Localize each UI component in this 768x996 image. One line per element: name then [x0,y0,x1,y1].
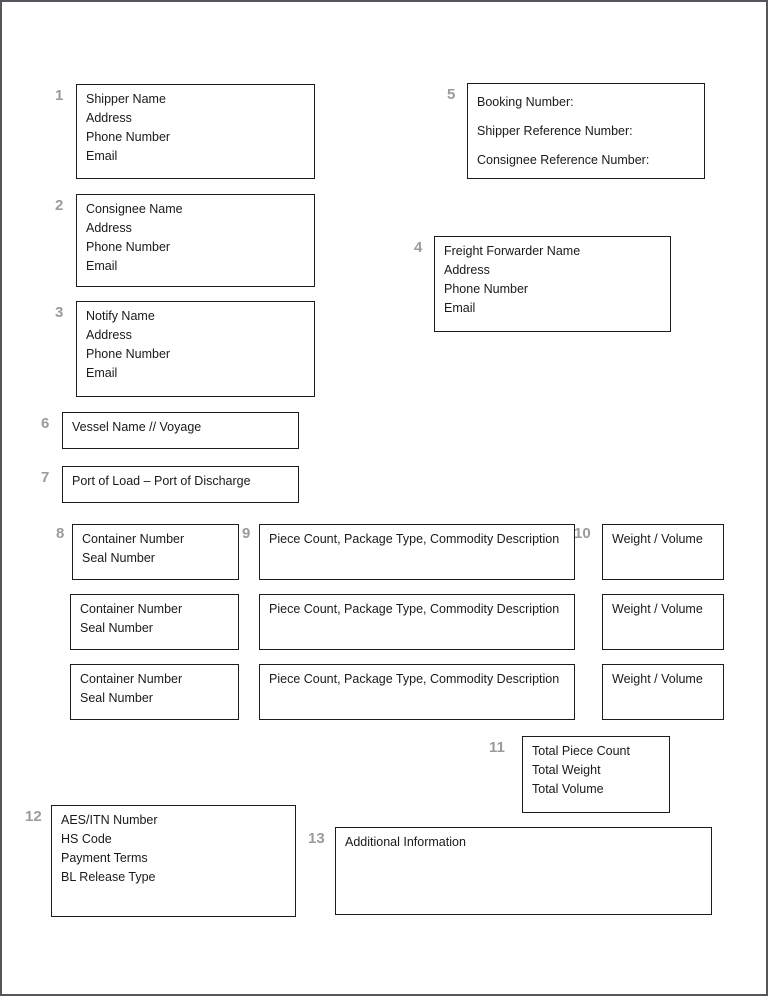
shipper-name-label: Shipper Name [86,92,166,106]
container-seal-box: Container Number Seal Number [70,594,239,650]
commodity-description-box: Piece Count, Package Type, Commodity Des… [259,524,575,580]
consignee-email-label: Email [86,259,118,273]
shipper-email-label: Email [86,149,118,163]
field-number-6: 6 [41,415,50,432]
weight-volume-label: Weight / Volume [612,672,703,686]
seal-number-label: Seal Number [82,551,155,565]
consignee-box: Consignee Name Address Phone Number Emai… [76,194,315,287]
payment-terms-label: Payment Terms [61,851,148,865]
container-number-label: Container Number [80,672,183,686]
booking-number-label: Booking Number: [477,95,574,109]
container-seal-box: Container Number Seal Number [72,524,239,580]
forwarder-email-label: Email [444,301,476,315]
freight-forwarder-box: Freight Forwarder Name Address Phone Num… [434,236,671,332]
container-number-label: Container Number [80,602,183,616]
customs-box: AES/ITN Number HS Code Payment Terms BL … [51,805,296,917]
total-volume-label: Total Volume [532,782,604,796]
commodity-description-box: Piece Count, Package Type, Commodity Des… [259,594,575,650]
commodity-description-label: Piece Count, Package Type, Commodity Des… [269,602,560,616]
field-number-7: 7 [41,469,50,486]
total-weight-label: Total Weight [532,763,601,777]
field-number-5: 5 [447,86,456,103]
weight-volume-label: Weight / Volume [612,602,703,616]
additional-information-box: Additional Information [335,827,712,915]
field-number-9: 9 [242,525,251,542]
container-number-label: Container Number [82,532,185,546]
seal-number-label: Seal Number [80,691,153,705]
hs-code-label: HS Code [61,832,112,846]
consignee-phone-label: Phone Number [86,240,171,254]
weight-volume-label: Weight / Volume [612,532,703,546]
forwarder-phone-label: Phone Number [444,282,529,296]
port-load-discharge-label: Port of Load – Port of Discharge [72,474,251,488]
field-number-2: 2 [55,197,64,214]
forwarder-name-label: Freight Forwarder Name [444,244,581,258]
weight-volume-box: Weight / Volume [602,664,724,720]
field-number-13: 13 [308,830,325,847]
shipper-box: Shipper Name Address Phone Number Email [76,84,315,179]
vessel-voyage-label: Vessel Name // Voyage [72,420,202,434]
consignee-reference-label: Consignee Reference Number: [477,153,650,167]
field-number-3: 3 [55,304,64,321]
bl-release-type-label: BL Release Type [61,870,156,884]
ports-box: Port of Load – Port of Discharge [62,466,299,503]
vessel-box: Vessel Name // Voyage [62,412,299,449]
weight-volume-box: Weight / Volume [602,594,724,650]
notify-phone-label: Phone Number [86,347,171,361]
additional-information-label: Additional Information [345,835,466,849]
shipper-address-label: Address [86,111,132,125]
references-box: Booking Number: Shipper Reference Number… [467,83,705,179]
forwarder-address-label: Address [444,263,490,277]
field-number-10: 10 [574,525,591,542]
field-number-1: 1 [55,87,64,104]
aes-itn-label: AES/ITN Number [61,813,158,827]
consignee-name-label: Consignee Name [86,202,183,216]
notify-address-label: Address [86,328,132,342]
notify-name-label: Notify Name [86,309,155,323]
total-piece-count-label: Total Piece Count [532,744,630,758]
notify-box: Notify Name Address Phone Number Email [76,301,315,397]
field-number-8: 8 [56,525,65,542]
commodity-description-label: Piece Count, Package Type, Commodity Des… [269,532,560,546]
container-seal-box: Container Number Seal Number [70,664,239,720]
shipper-reference-label: Shipper Reference Number: [477,124,633,138]
notify-email-label: Email [86,366,118,380]
field-number-11: 11 [489,739,505,756]
field-number-4: 4 [414,239,423,256]
commodity-description-box: Piece Count, Package Type, Commodity Des… [259,664,575,720]
shipper-phone-label: Phone Number [86,130,171,144]
consignee-address-label: Address [86,221,132,235]
weight-volume-box: Weight / Volume [602,524,724,580]
commodity-description-label: Piece Count, Package Type, Commodity Des… [269,672,560,686]
totals-box: Total Piece Count Total Weight Total Vol… [522,736,670,813]
field-number-12: 12 [25,808,42,825]
seal-number-label: Seal Number [80,621,153,635]
